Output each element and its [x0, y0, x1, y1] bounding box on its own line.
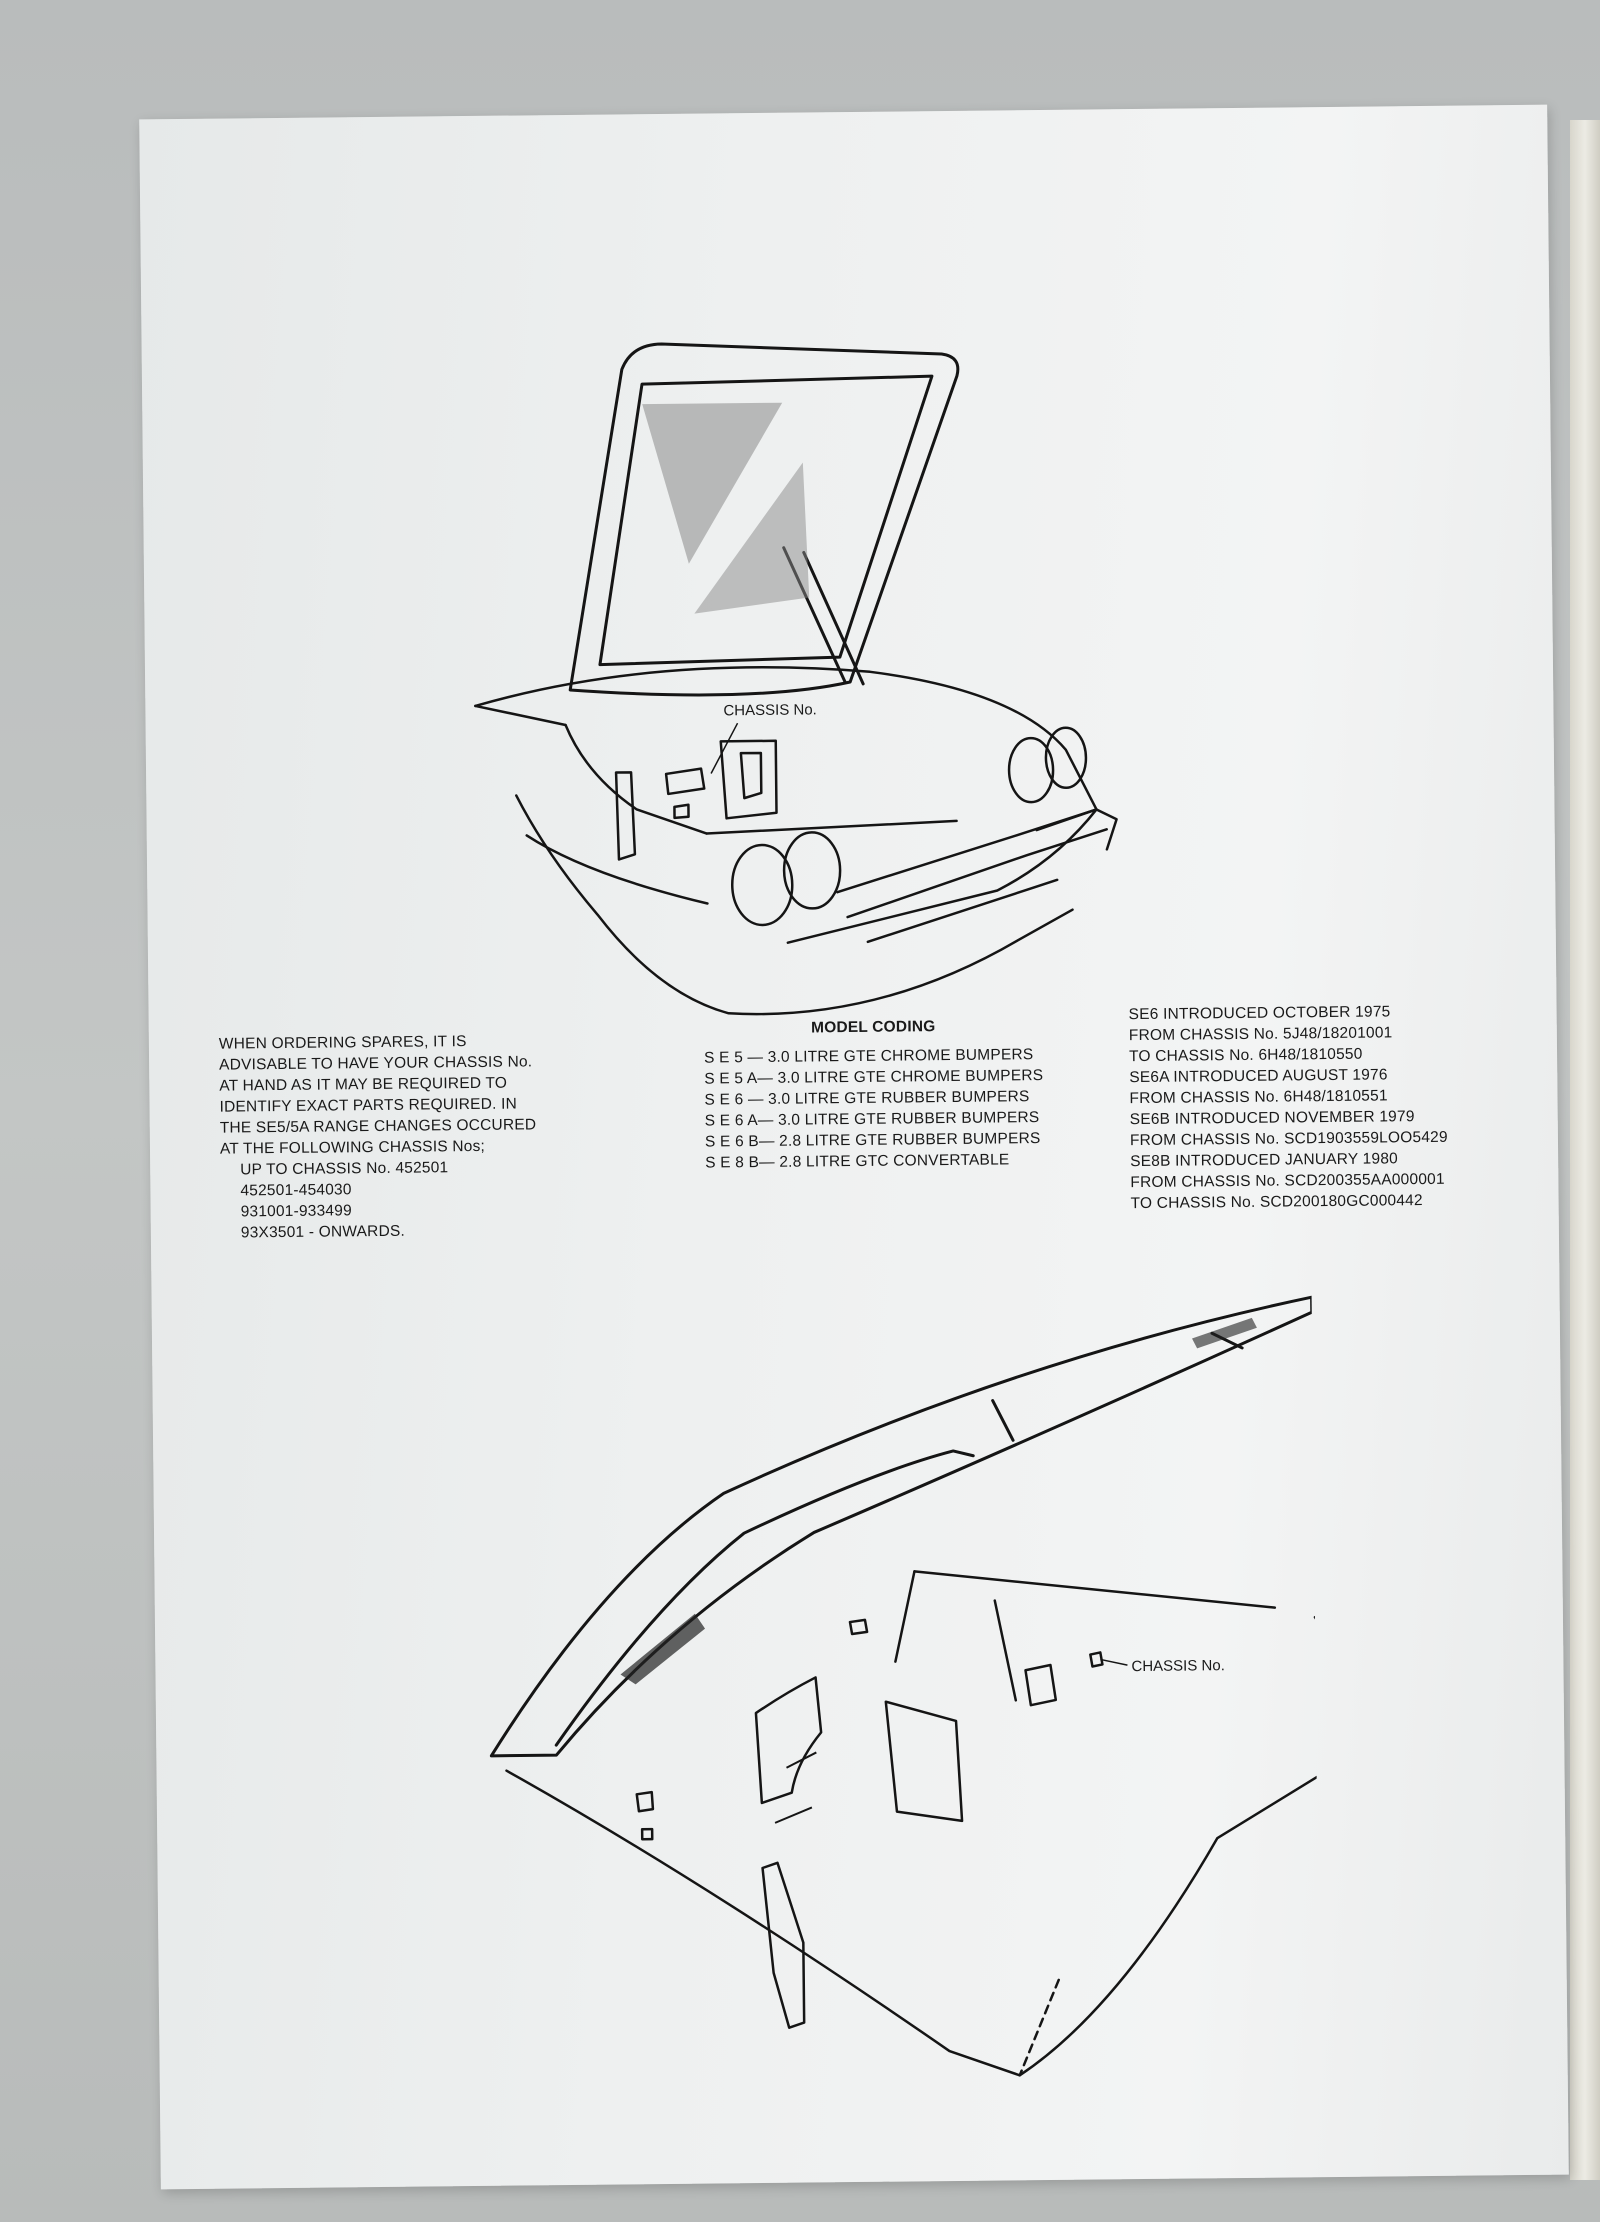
bonnet-open-illustration: CHASSIS No. [451, 248, 1239, 1056]
model-coding-title: MODEL CODING [810, 1018, 936, 1037]
ordering-note-lines: WHEN ORDERING SPARES, IT IS ADVISABLE TO… [219, 1030, 537, 1159]
binder-spine [1570, 120, 1600, 2180]
chassis-label-top: CHASSIS No. [723, 701, 817, 719]
boot-open-illustration: CHASSIS No. [451, 1277, 1320, 2086]
model-coding: MODEL CODING S E 5 — 3.0 LITRE GTE CHROM… [704, 1015, 1045, 1174]
intro-line: FROM CHASSIS No. SCD1903559LOO5429 [1129, 1128, 1448, 1150]
introduction-dates: SE6 INTRODUCED OCTOBER 1975 FROM CHASSIS… [1129, 1001, 1449, 1214]
manual-page: CHASSIS No. WHEN ORDERING SPARES, IT IS … [139, 104, 1569, 2190]
ordering-note-line: THE SE5/5A RANGE CHANGES OCCURED [219, 1116, 537, 1137]
chassis-number-list: UP TO CHASSIS No. 452501 452501-454030 9… [220, 1156, 537, 1243]
chassis-label-bottom: CHASSIS No. [1131, 1657, 1225, 1675]
chassis-range: 93X3501 - ONWARDS. [240, 1222, 406, 1242]
intro-line: TO CHASSIS No. SCD200180GC000442 [1130, 1192, 1423, 1213]
ordering-note: WHEN ORDERING SPARES, IT IS ADVISABLE TO… [219, 1030, 538, 1243]
model-code-entry: S E 8 B— 2.8 LITRE GTC CONVERTABLE [705, 1151, 1010, 1172]
